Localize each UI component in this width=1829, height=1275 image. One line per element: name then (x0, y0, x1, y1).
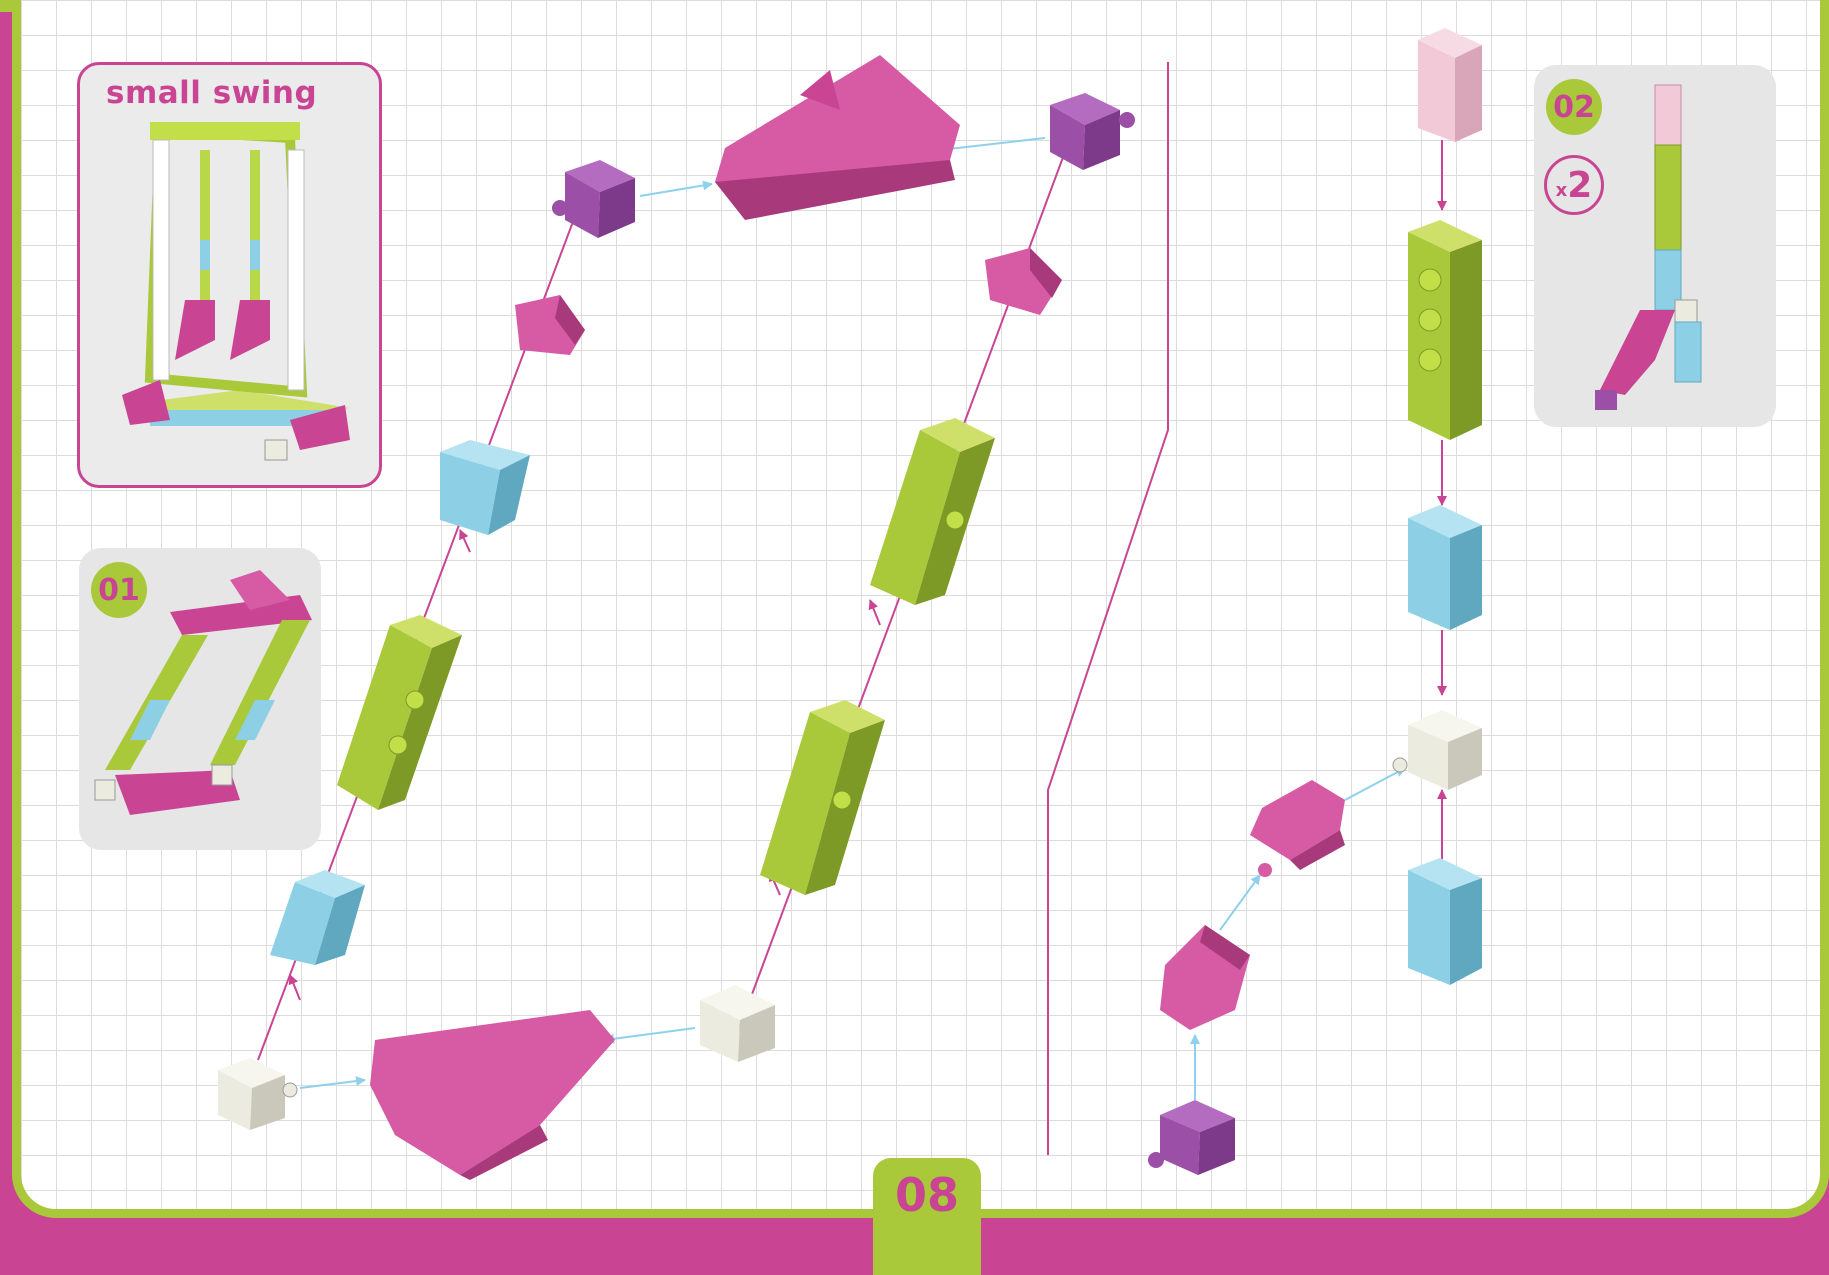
blue-block-icon (270, 870, 365, 965)
purple-cube-icon (1050, 93, 1135, 170)
step-01-frame-model (95, 570, 312, 815)
cream-cube-icon (1393, 710, 1482, 790)
green-beam-icon (760, 700, 885, 895)
magenta-connector-icon (1250, 780, 1345, 877)
small-swing-model (122, 122, 350, 460)
magenta-connector-icon (715, 55, 960, 220)
green-beam-icon (337, 615, 462, 810)
magenta-connector-icon (370, 1010, 615, 1180)
step-02-column-model (1595, 85, 1701, 410)
cream-cube-icon (700, 985, 775, 1062)
blue-block-icon (1408, 505, 1482, 630)
blue-block-icon (440, 440, 530, 535)
purple-cube-icon (1148, 1100, 1235, 1175)
cream-cube-icon (218, 1058, 297, 1130)
pink-clip-icon (1418, 28, 1482, 142)
section-divider (1048, 62, 1168, 1155)
green-beam-icon (1408, 220, 1482, 440)
purple-cube-icon (552, 160, 635, 238)
green-beam-icon (870, 418, 995, 605)
magenta-connector-icon (1160, 925, 1250, 1030)
magenta-connector-icon (515, 295, 585, 355)
magenta-connector-icon (985, 248, 1062, 315)
blue-block-icon (1408, 858, 1482, 985)
